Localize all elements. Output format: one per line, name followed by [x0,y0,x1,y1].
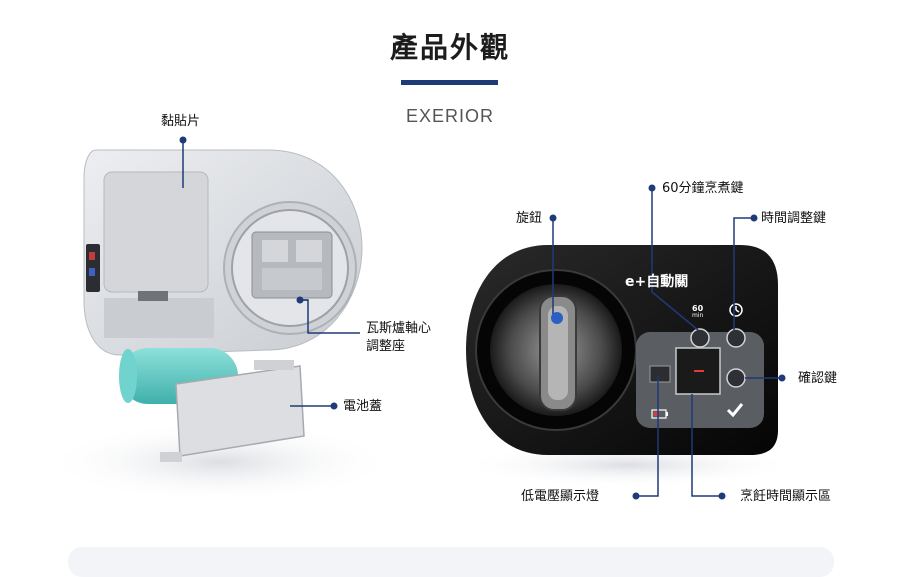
brand-text: e+自動關 [625,274,689,290]
label-low-battery: 低電壓顯示燈 [521,489,600,504]
label-time-adjust: 時間調整鍵 [761,211,827,226]
title-underline [401,80,498,85]
clock-icon [729,303,743,317]
label-knob: 旋鈕 [516,211,543,226]
button-60-label-top: 60 [692,304,704,313]
low-battery-indicator [649,365,671,383]
label-gas-knob-adjust-1: 瓦斯爐軸心 [366,321,432,336]
next-section-panel [68,547,834,577]
check-icon [726,403,744,418]
callouts-right [549,184,786,500]
label-gas-knob-adjust-2: 調整座 [366,339,406,354]
battery-cover [175,365,305,457]
label-battery-cover: 電池蓋 [343,399,383,414]
product-illustration [45,136,798,502]
right-device [466,245,778,455]
label-cook-60: 60分鐘烹煮鍵 [662,181,744,196]
time-adjust-button [726,328,746,348]
button-60-label-bottom: min [692,312,704,319]
callouts-left [179,136,360,410]
label-sticker: 黏貼片 [161,114,201,129]
cook-60-button [690,328,710,348]
left-device-shadow [45,422,395,502]
left-device [83,149,363,462]
sticker-pad [103,171,209,293]
confirm-button [726,368,746,388]
label-confirm: 確認鍵 [798,371,838,386]
page-title: 產品外觀 [389,31,510,64]
label-cook-time-display: 烹飪時間顯示區 [740,489,832,504]
page-subtitle: EXERIOR [405,106,495,126]
